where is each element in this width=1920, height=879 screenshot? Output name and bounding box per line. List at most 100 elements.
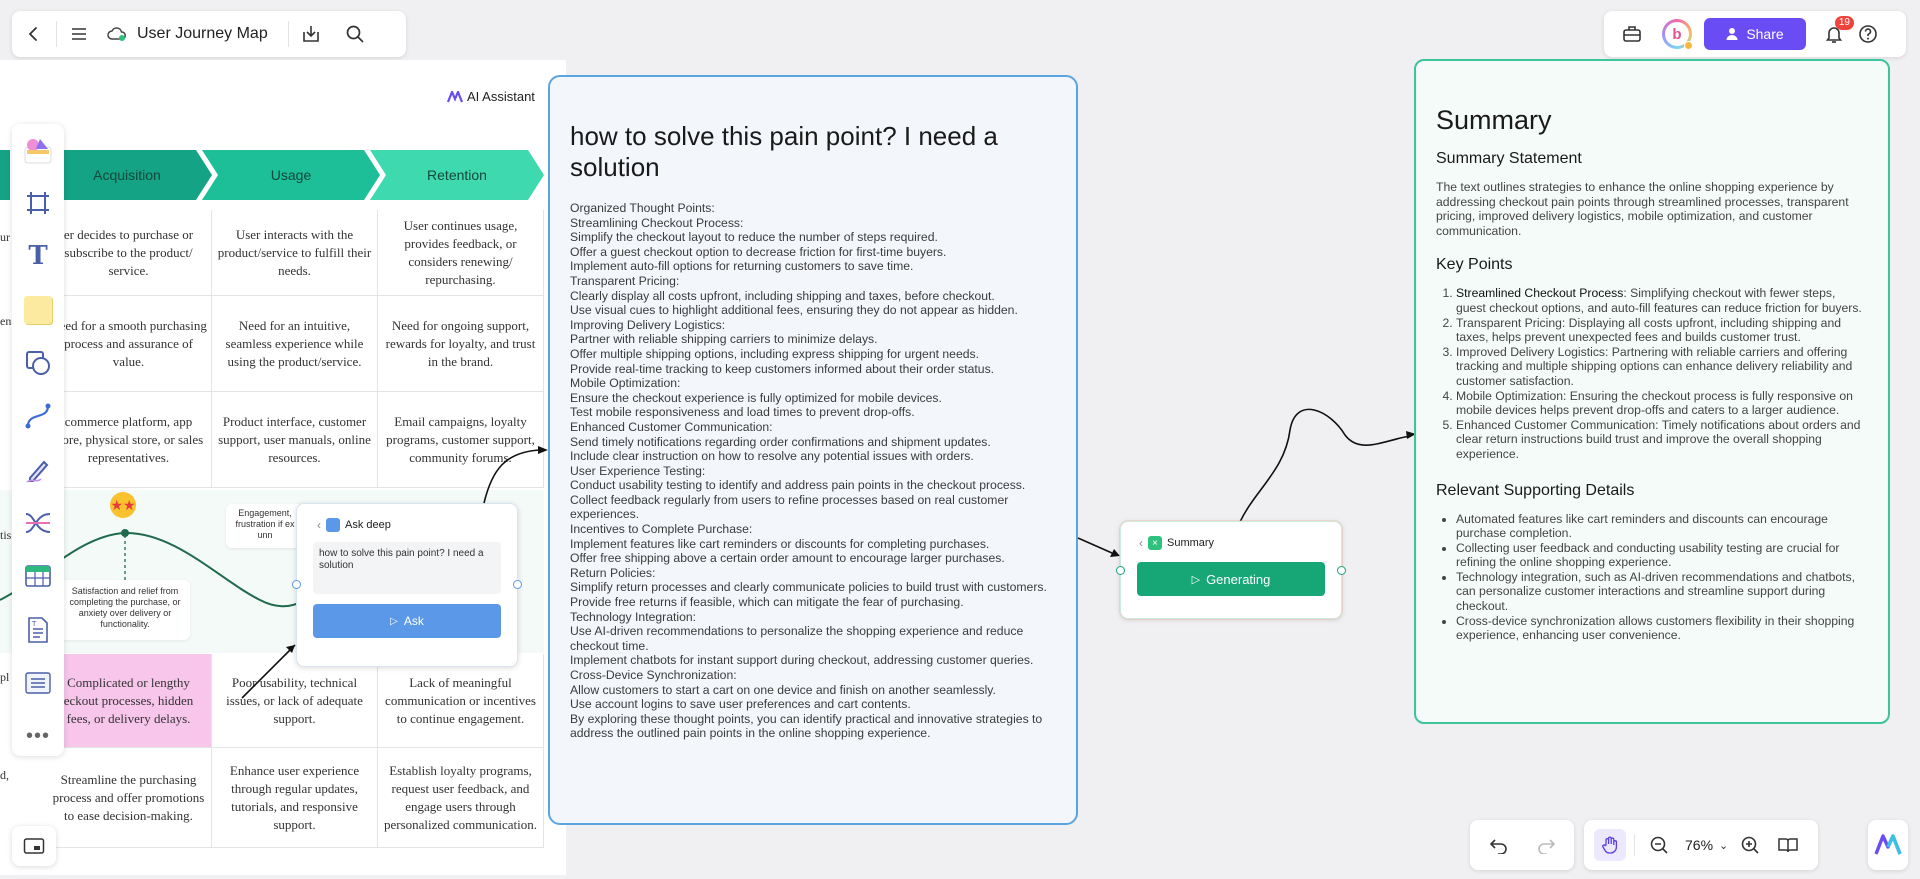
back-icon[interactable]: [18, 18, 50, 50]
table-cell: Need for ongoing support, rewards for lo…: [378, 296, 544, 392]
summary-card[interactable]: ‹ × Summary ▷ Generating: [1116, 521, 1346, 619]
connector-arrow: [241, 644, 296, 699]
ai-assistant-badge[interactable]: AI Assistant: [447, 89, 535, 104]
row-label-fragment: en: [0, 314, 12, 328]
sticky-note-tool[interactable]: [18, 290, 58, 329]
table-cell: Need for an intuitive, seamless experien…: [212, 296, 378, 392]
book-icon[interactable]: [1772, 829, 1804, 861]
ask-button-label: Ask: [403, 614, 424, 628]
answer-line: User Experience Testing:: [570, 463, 706, 478]
menu-icon[interactable]: [63, 18, 95, 50]
key-points-list: Streamlined Checkout Process: Simplifyin…: [1436, 286, 1868, 461]
answer-line: Clearly display all costs upfront, inclu…: [570, 288, 995, 303]
download-icon[interactable]: [295, 18, 327, 50]
document-tool[interactable]: T: [18, 610, 58, 649]
table-cell: Poor usability, technical issues, or lac…: [212, 654, 378, 748]
generating-label: Generating: [1206, 571, 1271, 587]
share-button[interactable]: Share: [1704, 18, 1806, 50]
emotion-note: Engagement, frustration if ex unn: [226, 504, 304, 548]
text-tool[interactable]: T: [18, 237, 58, 276]
chevron-left-icon[interactable]: ‹: [1139, 536, 1143, 550]
ask-card-title: Ask deep: [345, 519, 391, 531]
notification-badge: 19: [1834, 16, 1854, 30]
stage-usage[interactable]: Usage: [202, 150, 380, 200]
table-cell: Need for a smooth purchasing process and…: [46, 296, 212, 392]
list-tool[interactable]: [18, 663, 58, 702]
search-icon[interactable]: [339, 18, 371, 50]
table-tool[interactable]: [18, 557, 58, 596]
connection-port-icon[interactable]: [1116, 566, 1125, 575]
stage-retention[interactable]: Retention: [370, 150, 544, 200]
stage-label: Acquisition: [93, 167, 161, 183]
answer-body: Organized Thought Points:Streamlining Ch…: [570, 201, 1056, 741]
chevron-down-icon[interactable]: ⌄: [1719, 839, 1729, 852]
answer-line: Improving Delivery Logistics:: [570, 317, 726, 332]
summary-icon: ×: [1148, 536, 1162, 550]
answer-line: Implement features like cart reminders o…: [570, 536, 990, 551]
details-list: Automated features like cart reminders a…: [1436, 512, 1868, 643]
shape-tool[interactable]: [18, 343, 58, 382]
summary-panel[interactable]: Summary Summary Statement The text outli…: [1414, 59, 1890, 724]
templates-tool[interactable]: [18, 130, 58, 169]
stage-label: Retention: [427, 167, 487, 183]
connector-tool[interactable]: [18, 397, 58, 436]
stage-acquisition[interactable]: Acquisition: [42, 150, 212, 200]
minimap-button[interactable]: [12, 826, 56, 866]
answer-line: Simplify the checkout layout to reduce t…: [570, 230, 938, 245]
ask-button[interactable]: ▷ Ask: [313, 604, 501, 638]
mindmap-tool[interactable]: [18, 503, 58, 542]
user-plus-icon: [1726, 28, 1738, 40]
shape-icon: [26, 350, 50, 375]
connection-port-icon[interactable]: [1337, 566, 1346, 575]
emotion-note: Satisfaction and relief from completing …: [60, 580, 190, 640]
more-tools[interactable]: •••: [18, 717, 58, 756]
answer-line: Offer free shipping above a certain orde…: [570, 551, 1005, 566]
connection-port-icon[interactable]: [292, 580, 301, 589]
zoom-in-icon[interactable]: [1734, 829, 1766, 861]
answer-line: Implement auto-fill options for returnin…: [570, 259, 914, 274]
play-icon: ▷: [1191, 573, 1201, 586]
more-dots-icon: •••: [25, 724, 50, 747]
table-cell: User continues usage, provides feedback,…: [378, 210, 544, 296]
answer-title: how to solve this pain point? I need a s…: [570, 121, 998, 182]
list-icon: [25, 672, 51, 694]
table-cell: Product interface, customer support, use…: [212, 392, 378, 488]
zoom-out-icon[interactable]: [1643, 829, 1675, 861]
zoom-level[interactable]: 76%: [1685, 837, 1714, 853]
undo-icon[interactable]: [1484, 829, 1513, 861]
stage-edge: [0, 150, 10, 200]
answer-line: Offer multiple shipping options, includi…: [570, 346, 979, 361]
status-dot-icon: [1684, 41, 1693, 50]
ai-logo-button[interactable]: [1868, 820, 1908, 870]
key-point-text: Transparent Pricing: Displaying all cost…: [1456, 315, 1842, 345]
ask-deep-card[interactable]: ‹ Ask deep how to solve this pain point?…: [292, 503, 522, 667]
document-icon: T: [28, 616, 48, 643]
generating-button[interactable]: ▷ Generating: [1137, 562, 1325, 596]
connection-port-icon[interactable]: [513, 580, 522, 589]
pen-tool[interactable]: [18, 450, 58, 489]
hand-tool-icon[interactable]: [1594, 829, 1626, 861]
frame-tool[interactable]: [18, 183, 58, 222]
key-point-text: Mobile Optimization: Ensuring the checko…: [1456, 388, 1853, 418]
table-cell: Enhance user experience through regular …: [212, 748, 378, 848]
toolbox-icon[interactable]: [1616, 18, 1648, 50]
answer-line: Ensure the checkout experience is fully …: [570, 390, 942, 405]
redo-icon[interactable]: [1531, 829, 1560, 861]
chevron-left-icon[interactable]: ‹: [317, 518, 321, 532]
summary-title: Summary: [1436, 105, 1552, 135]
divider: [287, 21, 289, 47]
detail-item: Cross-device synchronization allows cust…: [1456, 614, 1868, 643]
table-cell: commerce platform, app store, physical s…: [46, 392, 212, 488]
answer-line: Implement chatbots for instant support d…: [570, 653, 1034, 668]
ai-logo-icon: [447, 90, 463, 102]
left-tool-panel: T T •••: [12, 124, 64, 756]
avatar[interactable]: b: [1662, 19, 1693, 50]
answer-panel[interactable]: how to solve this pain point? I need a s…: [548, 75, 1078, 825]
help-icon[interactable]: [1852, 18, 1884, 50]
summary-card-header: ‹ × Summary: [1121, 522, 1341, 550]
notification-bell-icon[interactable]: 19: [1818, 16, 1854, 50]
question-input[interactable]: how to solve this pain point? I need a s…: [313, 542, 501, 594]
doc-title[interactable]: User Journey Map: [137, 25, 268, 42]
row-label-fragment: d,: [0, 768, 9, 782]
